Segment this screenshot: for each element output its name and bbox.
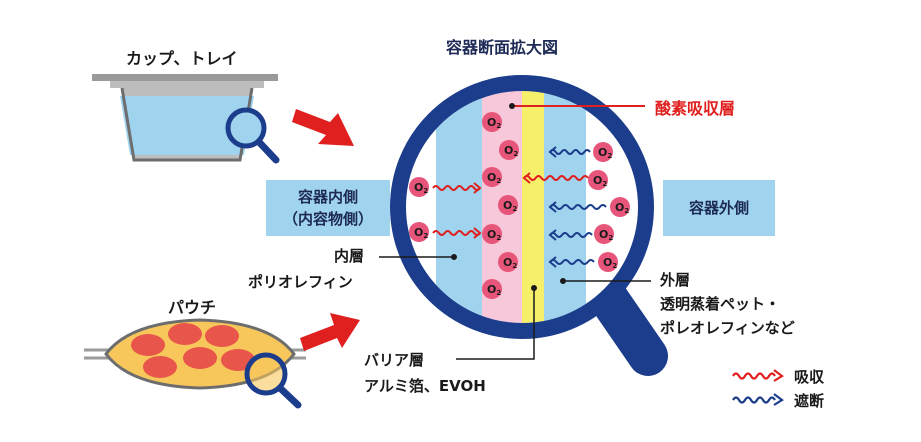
oxygen-molecule: O2 bbox=[499, 140, 519, 160]
diagram-title: 容器断面拡大図 bbox=[446, 38, 559, 57]
magnifier-ring bbox=[390, 75, 654, 339]
oxygen-absorbing-layer-label: 酸素吸収層 bbox=[655, 99, 736, 118]
oxygen-molecule: O2 bbox=[498, 195, 518, 215]
oxygen-molecule: O2 bbox=[498, 252, 518, 272]
oxygen-molecule: O2 bbox=[409, 177, 429, 197]
oxygen-molecule: O2 bbox=[588, 170, 608, 190]
oxygen-molecule: O2 bbox=[409, 222, 429, 242]
cup-rim bbox=[92, 74, 278, 81]
oxygen-molecule: O2 bbox=[482, 112, 502, 132]
inner-side-sublabel: （内容物側） bbox=[282, 210, 373, 228]
outer-layer-band bbox=[544, 91, 586, 323]
cup-liquid bbox=[120, 96, 254, 155]
oxygen-molecule: O2 bbox=[482, 279, 502, 299]
pouch-label: パウチ bbox=[168, 298, 217, 317]
inner-layer-label: 内層 bbox=[334, 247, 365, 265]
outer-layer-label: 外層 bbox=[660, 271, 691, 289]
inner-layer-material: ポリオレフィン bbox=[248, 273, 353, 291]
barrier-layer-label: バリア層 bbox=[364, 351, 425, 369]
block-arrow bbox=[548, 146, 591, 158]
outer-side-label: 容器外側 bbox=[688, 199, 749, 217]
absorb-arrow bbox=[432, 227, 482, 239]
magnifier-icon bbox=[225, 107, 280, 164]
inner-layer-band bbox=[436, 91, 482, 323]
absorb-arrow bbox=[522, 172, 589, 184]
legend-block-label: 遮断 bbox=[794, 392, 825, 410]
inner-side-box: 容器内側 （内容物側） bbox=[266, 180, 390, 236]
oxygen-molecule: O2 bbox=[610, 197, 630, 217]
arrow-right-icon bbox=[300, 313, 360, 351]
legend-absorb-label: 吸収 bbox=[794, 368, 825, 386]
block-arrow bbox=[548, 229, 593, 241]
block-arrow bbox=[548, 201, 607, 213]
oxygen-molecule: O2 bbox=[594, 224, 614, 244]
outer-side-box: 容器外側 bbox=[663, 180, 775, 236]
barrier-layer-band bbox=[522, 91, 544, 323]
magnifier-icon bbox=[244, 352, 302, 409]
arrow-right-icon bbox=[292, 109, 354, 146]
oxygen-molecule: O2 bbox=[598, 252, 618, 272]
block-arrow bbox=[548, 256, 595, 268]
leader-line bbox=[456, 288, 535, 360]
legend-absorb-wave bbox=[732, 372, 776, 380]
oxygen-molecule: O2 bbox=[482, 167, 502, 187]
barrier-layer-material: アルミ箔、EVOH bbox=[364, 377, 486, 395]
outer-layer-material: 透明蒸着ペット・ bbox=[660, 295, 781, 313]
oxygen-molecule: O2 bbox=[482, 224, 502, 244]
cup-tray-label: カップ、トレイ bbox=[126, 49, 238, 68]
oxygen-molecule: O2 bbox=[593, 142, 613, 162]
absorb-arrow bbox=[432, 182, 482, 194]
legend-block-wave bbox=[732, 396, 776, 404]
outer-layer-material-2: ポレオレフィンなど bbox=[660, 319, 795, 337]
inner-side-label: 容器内側 bbox=[297, 188, 358, 206]
